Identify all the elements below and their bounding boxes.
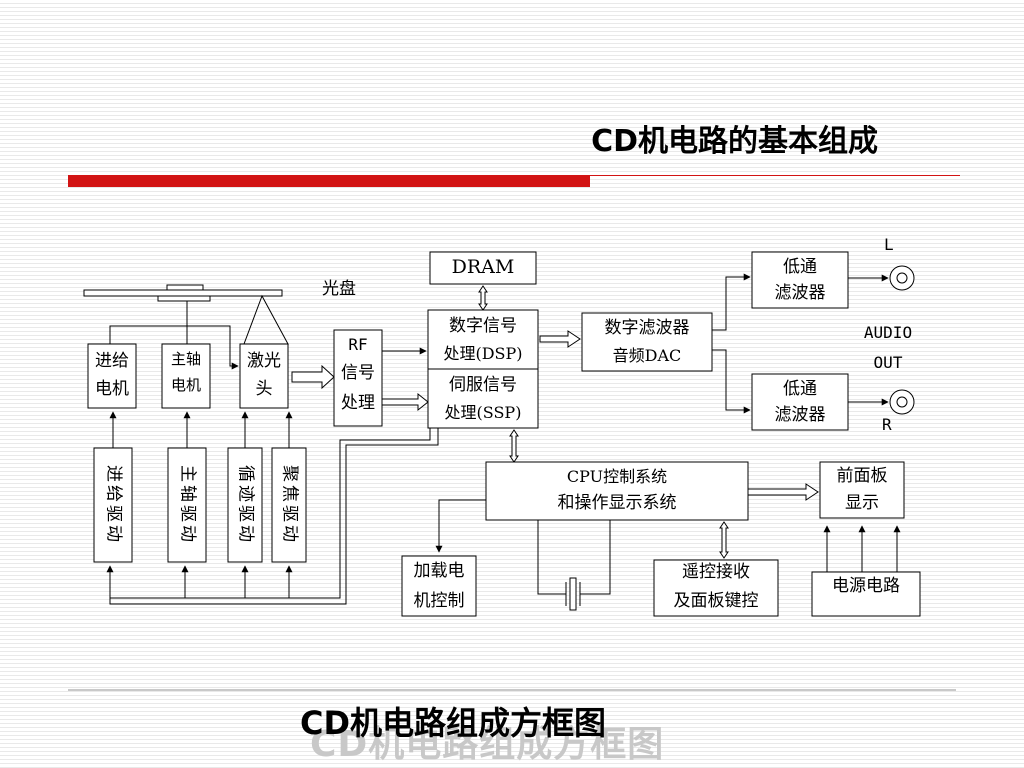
remote-label-1: 遥控接收	[682, 562, 750, 582]
focus-drive-box: 聚焦驱动	[271, 447, 307, 563]
lowpass-filter-top: 低通 滤波器	[751, 251, 849, 309]
title-rule-red	[68, 175, 590, 187]
channel-right-label: R	[882, 415, 892, 434]
feed-motor-box: 进给 电机	[87, 343, 137, 409]
remote-label-2: 及面板键控	[674, 591, 759, 611]
focus-drive-label: 聚焦驱动	[280, 465, 300, 545]
rf-label-2: 信号	[341, 363, 375, 383]
laser-head-label-1: 激光	[247, 351, 281, 371]
laser-head-label-2: 头	[256, 379, 273, 399]
feed-drive-label: 进给驱动	[104, 465, 124, 545]
right-output-jack-icon	[889, 389, 915, 415]
remote-box: 遥控接收 及面板键控	[653, 559, 779, 617]
tracking-drive-box: 循迹驱动	[227, 447, 263, 563]
servo-bus	[109, 428, 439, 605]
dac-box: 数字滤波器 音频DAC	[581, 312, 713, 372]
cpu-box: CPU控制系统 和操作显示系统	[485, 461, 749, 521]
dram-box: DRAM	[429, 251, 537, 285]
ssp-label-1: 伺服信号	[449, 375, 517, 395]
spindle-motor-label-2: 电机	[171, 376, 201, 394]
laser-beam	[243, 294, 289, 345]
left-output-jack-icon	[889, 265, 915, 291]
laser-head-box: 激光 头	[239, 343, 289, 409]
disc-label: 光盘	[322, 279, 356, 299]
spindle-motor-box: 主轴 电机	[161, 343, 211, 409]
lowpass-filter-bottom: 低通 滤波器	[751, 373, 849, 431]
audio-out-label-2: OUT	[874, 353, 903, 372]
feed-motor-label-1: 进给	[95, 351, 129, 371]
lpf-bottom-label-2: 滤波器	[775, 405, 826, 425]
laser-to-rf-arrow	[291, 364, 335, 390]
title-rule-thin	[590, 175, 960, 176]
dsp-ssp-box: 数字信号 处理(DSP) 伺服信号 处理(SSP)	[427, 309, 539, 429]
power-label: 电源电路	[832, 576, 900, 596]
load-motor-box: 加载电 机控制	[401, 555, 477, 617]
dac-label-1: 数字滤波器	[605, 318, 690, 338]
feed-motor-label-2: 电机	[95, 379, 129, 399]
page-title: CD机电路的基本组成	[591, 124, 878, 159]
rf-box: RF 信号 处理	[333, 329, 383, 427]
feed-drive-box: 进给驱动	[93, 447, 133, 563]
footer-rule	[68, 689, 956, 691]
diagram-caption: CD机电路组成方框图	[300, 704, 607, 742]
spindle-drive-box: 主轴驱动	[167, 447, 207, 563]
rf-label-1: RF	[348, 335, 367, 354]
cpu-label-1: CPU控制系统	[567, 467, 667, 486]
audio-out-label-1: AUDIO	[864, 323, 912, 342]
cpu-label-2: 和操作显示系统	[558, 493, 677, 513]
spindle-motor-label-1: 主轴	[171, 350, 201, 368]
load-motor-label-1: 加载电	[414, 561, 465, 581]
spindle-drive-label: 主轴驱动	[178, 465, 198, 545]
lpf-bottom-label-1: 低通	[783, 379, 817, 399]
tracking-drive-label: 循迹驱动	[236, 465, 256, 545]
caption-ghost: CD机电路组成方框图	[310, 724, 665, 765]
ssp-label-2: 处理(SSP)	[445, 403, 522, 422]
rf-label-3: 处理	[341, 393, 375, 413]
dram-label: DRAM	[452, 256, 515, 278]
power-supply-box: 电源电路	[811, 571, 921, 617]
channel-left-label: L	[884, 235, 894, 254]
lpf-top-label-2: 滤波器	[775, 283, 826, 303]
load-motor-label-2: 机控制	[414, 591, 465, 611]
lpf-top-label-1: 低通	[783, 257, 817, 277]
front-panel-box: 前面板 显示	[819, 461, 905, 519]
crystal-icon	[565, 577, 581, 611]
dsp-label-1: 数字信号	[449, 316, 517, 336]
front-panel-label-2: 显示	[845, 493, 879, 513]
disc	[83, 284, 283, 302]
front-panel-label-1: 前面板	[837, 466, 888, 486]
dsp-label-2: 处理(DSP)	[443, 344, 522, 363]
dac-label-2: 音频DAC	[613, 346, 682, 365]
